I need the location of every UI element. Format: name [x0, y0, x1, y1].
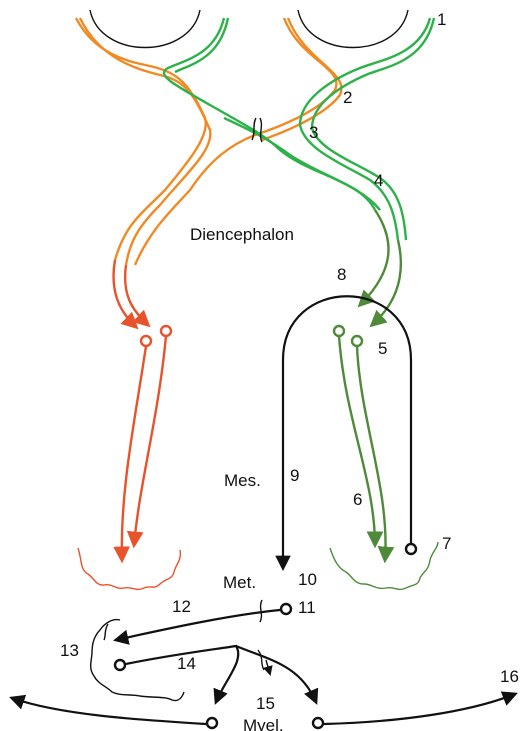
cerebellum-small-mark: [103, 623, 109, 641]
myel-nucleus-left: [205, 716, 219, 730]
cerebellum-outline: [90, 618, 185, 702]
right-tectum-outline: [329, 541, 439, 591]
labels: 1 2 3 4 Diencephalon 8 5 Mes. 9 6 7 Met.…: [60, 10, 519, 731]
label-16: 16: [500, 667, 519, 686]
green-fiber-a: [357, 209, 390, 308]
label-15: 15: [256, 694, 275, 713]
label-13: 13: [60, 641, 79, 660]
green-fiber-b: [369, 239, 402, 328]
red-fiber-a: [112, 259, 139, 330]
dark-green-fibers-to-nuclei: [357, 209, 402, 328]
right-nuclei: [332, 324, 364, 348]
loop-descending-arrow: [275, 295, 413, 572]
red-descending-fibers: [113, 335, 168, 564]
left-tectum-outline: [77, 547, 182, 591]
red-fiber-b: [123, 264, 151, 328]
label-met: Met.: [223, 573, 256, 592]
label-myel: Myel.: [243, 716, 284, 731]
myel-nucleus-right: [311, 716, 325, 730]
label-5: 5: [378, 339, 387, 358]
green-crossing-fiber: [298, 17, 432, 241]
arrow-right-out: [323, 691, 518, 726]
small-side-arrow: [257, 649, 273, 676]
label-7: 7: [442, 534, 451, 553]
label-12: 12: [172, 597, 191, 616]
nucleus-7: [404, 542, 418, 556]
label-mes: Mes.: [224, 471, 261, 490]
pathway-14: [125, 644, 319, 705]
label-9: 9: [290, 466, 299, 485]
label-8: 8: [337, 265, 346, 284]
green-fibers-upper: [162, 17, 436, 241]
label-10: 10: [298, 570, 317, 589]
met-mark: [259, 599, 263, 623]
chiasm-mark: [251, 117, 263, 143]
label-3: 3: [309, 123, 318, 142]
label-2: 2: [343, 88, 352, 107]
black-loop-pathway: [275, 295, 413, 572]
label-1: 1: [437, 10, 446, 29]
label-11: 11: [298, 598, 316, 617]
pathway-16: [9, 691, 518, 726]
red-fibers-to-nuclei: [112, 259, 151, 330]
label-diencephalon: Diencephalon: [190, 225, 294, 244]
eyes: [89, 9, 409, 49]
label-14: 14: [177, 654, 196, 673]
cerebellar-nucleus: [113, 658, 127, 672]
green-descending-fibers: [337, 335, 395, 564]
pathway-12: [112, 608, 281, 645]
label-4: 4: [374, 171, 383, 190]
orange-fibers-upper: [74, 17, 343, 266]
nucleus-11: [279, 602, 293, 616]
arrow-left-out: [9, 694, 207, 726]
left-eye-arc: [89, 9, 201, 49]
label-6: 6: [353, 490, 362, 509]
right-eye-arc: [297, 9, 409, 49]
